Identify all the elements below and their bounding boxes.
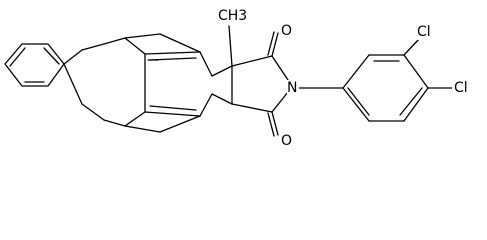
imide-ring (211, 55, 289, 113)
chlorine-lower-label: Cl (454, 80, 468, 96)
chemical-structure-diagram: CH3 O O N Cl Cl (4, 8, 474, 149)
chlorine-upper-label: Cl (417, 24, 431, 40)
carbonyl-oxygen-top-label: O (281, 23, 292, 39)
methyl-group (228, 25, 233, 67)
atom-labels: CH3 O O N Cl Cl (217, 8, 474, 149)
carbonyl-bonds (267, 31, 279, 137)
bridged-core (63, 33, 213, 133)
carbonyl-oxygen-bottom-label: O (281, 133, 292, 149)
methyl-label: CH3 (218, 8, 247, 24)
aryl-ring (296, 54, 429, 122)
benzo-ring (4, 43, 65, 87)
chloro-bonds (403, 37, 455, 89)
nitrogen-label: N (287, 80, 297, 96)
